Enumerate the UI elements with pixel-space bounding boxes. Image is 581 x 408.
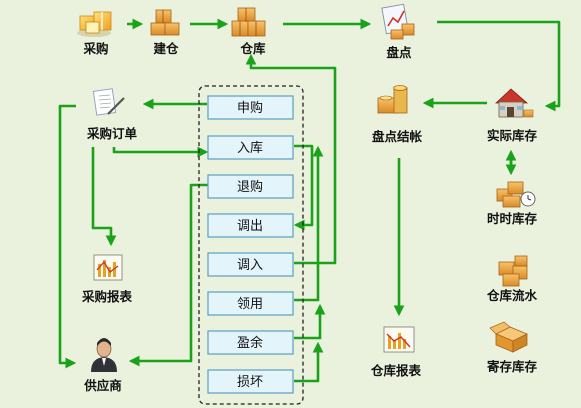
arrow-order-to-report xyxy=(91,147,117,247)
bar-chart-report-icon xyxy=(93,254,123,281)
process-button-damage[interactable]: 损坏 xyxy=(207,369,294,394)
process-button-return[interactable]: 退购 xyxy=(207,174,294,199)
process-button-stock-in-label: 入库 xyxy=(237,140,263,156)
arrow-transfer-in-to-warehouse xyxy=(245,53,337,265)
line-chart-report-icon xyxy=(383,326,415,353)
open-box-icon xyxy=(489,321,528,353)
person-icon xyxy=(91,338,117,372)
house-icon xyxy=(494,88,534,118)
process-button-stock-in[interactable]: 入库 xyxy=(207,135,294,160)
chart-boxes-icon xyxy=(381,3,415,40)
process-button-transfer-in-label: 调入 xyxy=(237,258,263,273)
process-button-return-label: 退购 xyxy=(237,179,263,195)
node-actual-stock[interactable]: 实际库存 xyxy=(487,88,538,143)
arrow-check-to-actual-stock xyxy=(437,20,561,112)
process-button-use[interactable]: 领用 xyxy=(207,291,294,316)
arrow-surplus-loop xyxy=(294,303,326,340)
node-check-close-label: 盘点结帐 xyxy=(372,129,423,144)
process-button-transfer-in[interactable]: 调入 xyxy=(207,252,294,277)
node-warehouse-flow[interactable]: 仓库流水 xyxy=(486,255,538,303)
arrow-damage-loop xyxy=(294,341,324,383)
process-button-use-label: 领用 xyxy=(237,297,263,312)
node-purchase[interactable]: 采购 xyxy=(77,11,112,56)
node-purchase-report-label: 采购报表 xyxy=(81,289,133,304)
box-stack-icon xyxy=(150,9,180,36)
node-supplier[interactable]: 供应商 xyxy=(83,338,122,393)
node-warehouse-flow-label: 仓库流水 xyxy=(486,288,538,303)
node-warehouse-label: 仓库 xyxy=(239,41,266,56)
boxes-clock-icon xyxy=(496,181,536,208)
node-stock-check-label: 盘点 xyxy=(386,45,412,60)
process-button-damage-label: 损坏 xyxy=(237,375,263,390)
process-container xyxy=(198,85,304,405)
node-consignment-stock-label: 寄存库存 xyxy=(487,359,538,374)
node-warehouse-report[interactable]: 仓库报表 xyxy=(370,326,422,378)
node-purchase-order-label: 采购订单 xyxy=(86,126,138,141)
boxes-flow-icon xyxy=(498,255,528,287)
node-purchase-report[interactable]: 采购报表 xyxy=(81,254,133,304)
node-realtime-stock-label: 时时库存 xyxy=(487,211,538,226)
warehouse-boxes-icon xyxy=(231,7,266,37)
process-button-apply[interactable]: 申购 xyxy=(207,95,294,120)
connector-arrows xyxy=(58,18,561,383)
node-supplier-label: 供应商 xyxy=(83,378,122,393)
process-button-surplus[interactable]: 盈余 xyxy=(207,330,294,355)
document-pen-icon xyxy=(92,88,125,116)
node-purchase-label: 采购 xyxy=(82,41,108,56)
process-button-apply-label: 申购 xyxy=(237,100,263,116)
arrow-use-to-stockin xyxy=(294,145,324,302)
node-actual-stock-label: 实际库存 xyxy=(487,128,538,143)
gift-boxes-icon xyxy=(77,11,112,37)
node-stock-check[interactable]: 盘点 xyxy=(381,3,415,60)
arrow-order-to-supplier xyxy=(58,104,77,369)
node-purchase-order[interactable]: 采购订单 xyxy=(86,88,138,141)
process-button-transfer-out-label: 调出 xyxy=(237,219,263,234)
arrow-order-to-stockin xyxy=(112,146,209,158)
process-button-transfer-out[interactable]: 调出 xyxy=(207,213,294,238)
node-consignment-stock[interactable]: 寄存库存 xyxy=(487,321,538,374)
node-check-close[interactable]: 盘点结帐 xyxy=(372,85,423,145)
arrow-return-to-supplier xyxy=(128,183,208,367)
process-button-surplus-label: 盈余 xyxy=(237,335,263,351)
node-warehouse-report-label: 仓库报表 xyxy=(370,363,422,378)
node-warehouse[interactable]: 仓库 xyxy=(231,7,266,56)
arrow-stockin-to-transfer-out xyxy=(293,144,314,231)
node-build-warehouse-label: 建仓 xyxy=(153,41,179,56)
coins-icon xyxy=(377,85,408,114)
node-build-warehouse[interactable]: 建仓 xyxy=(150,9,180,56)
node-realtime-stock[interactable]: 时时库存 xyxy=(487,181,538,226)
